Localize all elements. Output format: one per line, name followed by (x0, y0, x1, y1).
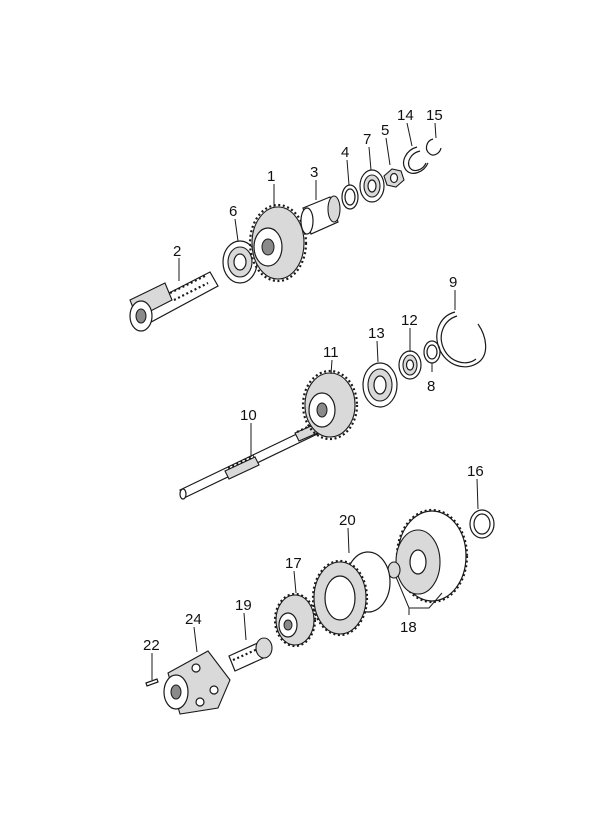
callout-6: 6 (229, 203, 237, 220)
leader-lines (151, 122, 479, 680)
snap-ring-part-15 (425, 138, 442, 156)
callout-22: 22 (143, 637, 160, 654)
nut-part-5 (383, 168, 405, 188)
gear-part-1 (248, 203, 308, 283)
callout-15: 15 (426, 107, 443, 124)
snap-ring-part-9 (436, 311, 487, 368)
bearing-part-7 (359, 169, 385, 203)
callout-8: 8 (427, 378, 435, 395)
callout-16: 16 (467, 463, 484, 480)
ring-part-16 (469, 509, 495, 539)
shaft-part-19 (228, 637, 273, 672)
sleeve-part-3 (300, 195, 341, 235)
callout-3: 3 (310, 164, 318, 181)
ring-gear-part-18 (387, 508, 469, 604)
callout-24: 24 (185, 611, 202, 628)
bearing-part-13 (362, 362, 398, 408)
callout-12: 12 (401, 312, 418, 329)
carrier-part-24 (163, 650, 231, 715)
callout-labels: 1 2 3 4 5 6 7 8 9 10 11 12 13 14 15 16 1… (143, 107, 484, 654)
snap-ring-part-14 (403, 146, 429, 174)
gear-part-17 (273, 592, 317, 648)
input-shaft-part-2 (129, 271, 219, 332)
callout-10: 10 (240, 407, 257, 424)
callout-20: 20 (339, 512, 356, 529)
callout-14: 14 (397, 107, 414, 124)
ring-part-4 (341, 184, 359, 210)
callout-17: 17 (285, 555, 302, 572)
pin-part-22 (145, 678, 159, 687)
output-shaft-part-10 (179, 417, 335, 500)
callout-13: 13 (368, 325, 385, 342)
callout-5: 5 (381, 122, 389, 139)
callout-1: 1 (267, 168, 275, 185)
callout-11: 11 (323, 344, 339, 361)
callout-9: 9 (449, 274, 457, 291)
callout-2: 2 (173, 243, 181, 260)
callout-7: 7 (363, 131, 371, 148)
bearing-part-12 (398, 350, 422, 380)
gear-part-11 (301, 369, 359, 441)
drum-part-20 (311, 551, 391, 637)
callout-4: 4 (341, 144, 349, 161)
callout-19: 19 (235, 597, 252, 614)
callout-18: 18 (400, 619, 417, 636)
